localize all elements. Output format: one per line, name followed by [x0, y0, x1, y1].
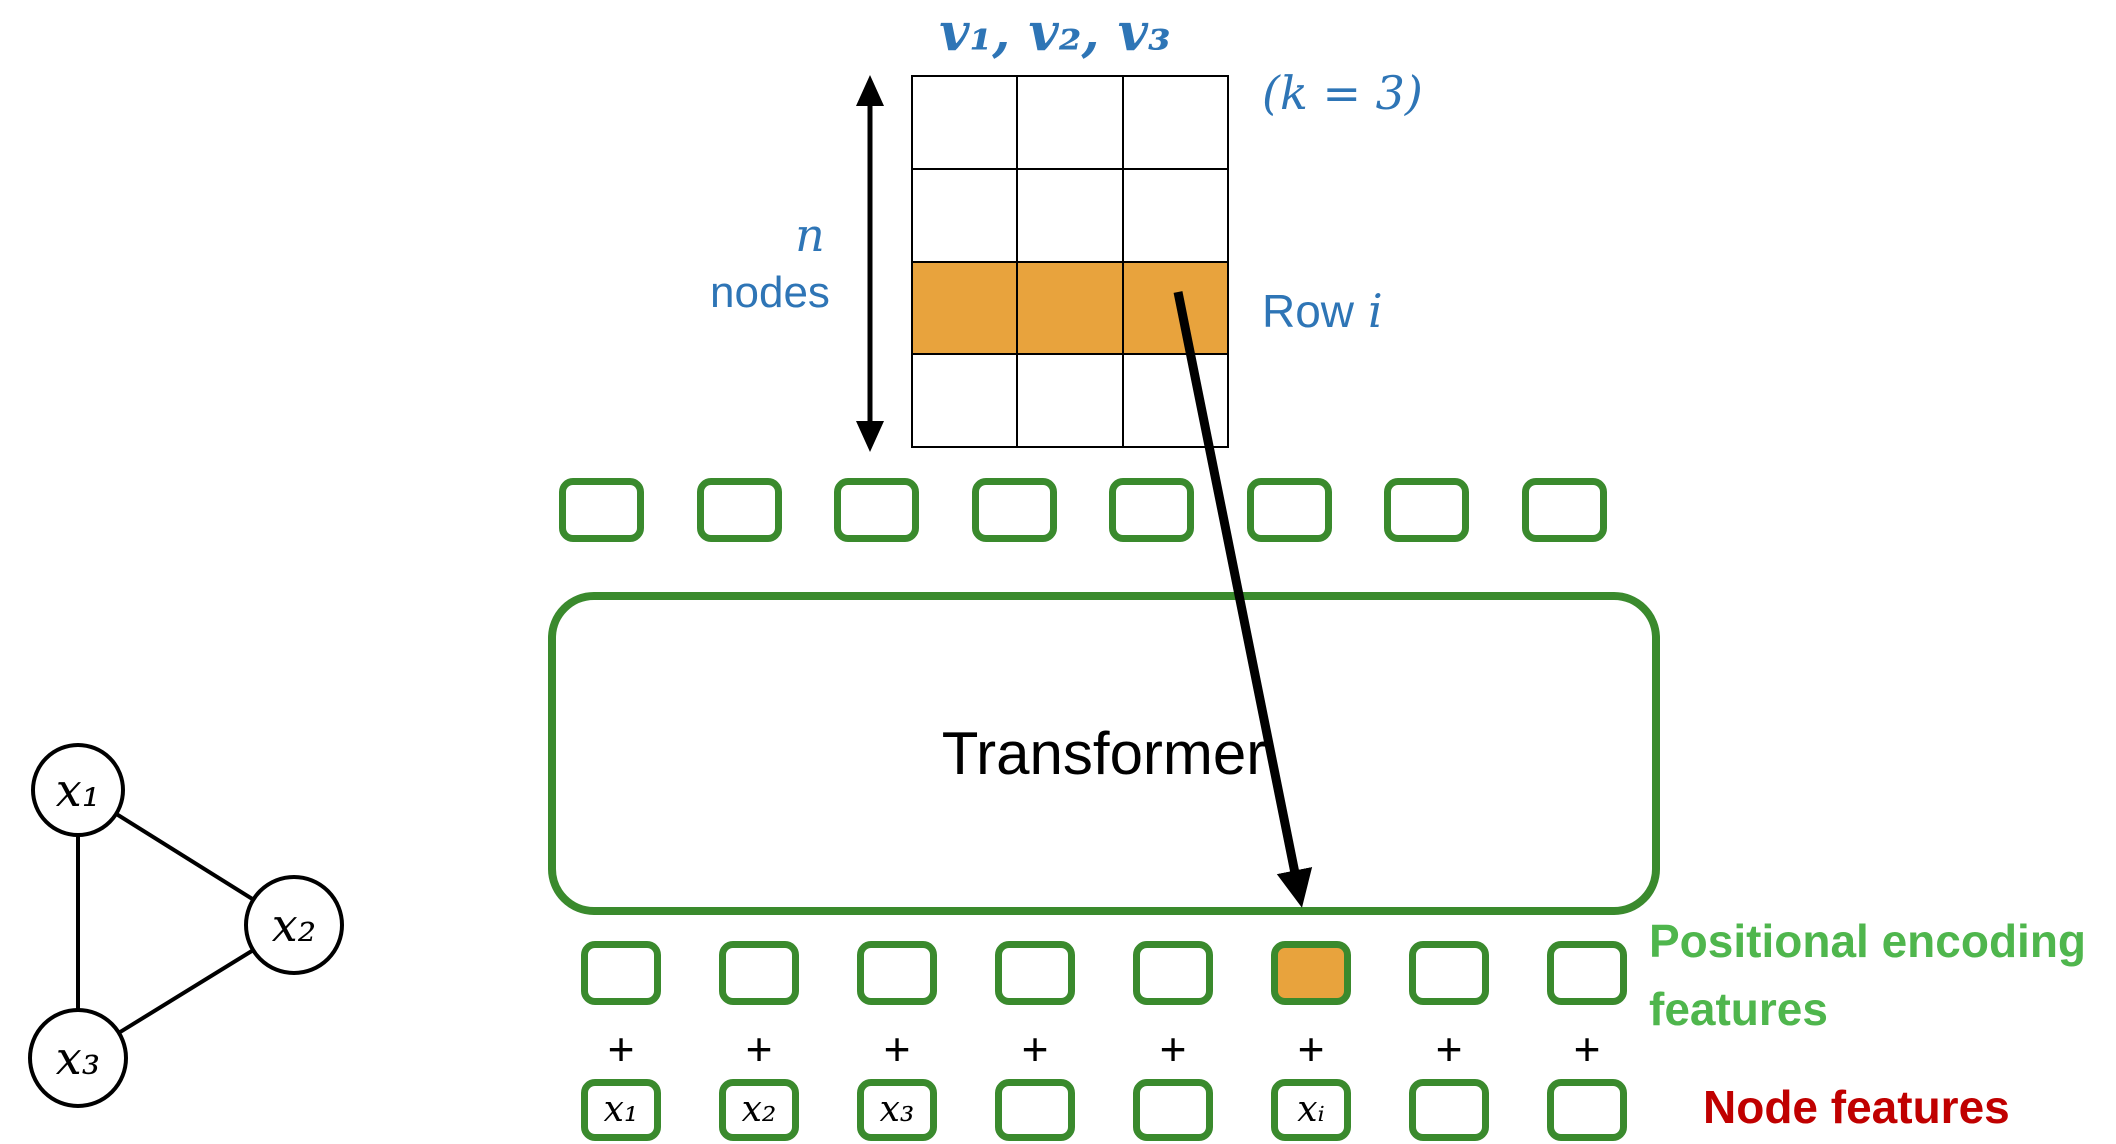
- graph-node-x1: [31, 743, 125, 837]
- n-var-label: n: [795, 208, 825, 262]
- graph-edge-x2-x3: [76, 923, 296, 1060]
- input-graph: x₁ x₂ x₃: [28, 743, 344, 1108]
- nodes-word-label: nodes: [710, 268, 830, 317]
- positional-encoding-box-2: [719, 941, 799, 1005]
- node-feature-box-5: [1133, 1079, 1213, 1141]
- graph-node-x3: [28, 1008, 128, 1108]
- output-embedding-box-4: [971, 478, 1057, 542]
- positional-encoding-matrix: [911, 75, 1229, 448]
- positional-encoding-box-4: [995, 941, 1075, 1005]
- positional-encoding-row: [581, 941, 1627, 1005]
- node-feature-box-label-6: xᵢ: [1297, 1089, 1325, 1130]
- node-feature-box-label-1: x₁: [603, 1089, 639, 1130]
- output-embeddings-row: [559, 478, 1607, 542]
- node-feature-box-2: x₂: [719, 1079, 799, 1141]
- matrix-cell-r1-c2: [1123, 169, 1229, 263]
- node-feature-box-7: [1409, 1079, 1489, 1141]
- positional-encoding-box-3: [857, 941, 937, 1005]
- positional-encoding-box-5: [1133, 941, 1213, 1005]
- graph-node-x2: [244, 875, 344, 975]
- n-nodes-arrowhead-down-icon: [856, 421, 884, 452]
- matrix-cell-r0-c1: [1018, 77, 1124, 170]
- output-embedding-box-7: [1384, 478, 1470, 542]
- positional-encoding-caption: Positional encoding features: [1649, 907, 2086, 1043]
- transformer-block: Transformer: [548, 592, 1660, 915]
- node-feature-box-6: xᵢ: [1271, 1079, 1351, 1141]
- node-feature-box-1: x₁: [581, 1079, 661, 1141]
- node-feature-box-8: [1547, 1079, 1627, 1141]
- row-index-var: i: [1368, 284, 1383, 338]
- output-embedding-box-1: [559, 478, 644, 542]
- row-word: Row: [1262, 285, 1355, 337]
- node-feature-box-3: x₃: [857, 1079, 937, 1141]
- graph-node-x2-label: x₂: [272, 898, 316, 952]
- positional-encoding-caption-line1: Positional encoding: [1649, 915, 2087, 967]
- plus-sign-8: +: [1573, 1023, 1601, 1075]
- matrix-cell-r1-c0: [913, 169, 1019, 263]
- positional-encoding-box-8: [1547, 941, 1627, 1005]
- output-embedding-box-5: [1109, 478, 1195, 542]
- transformer-label: Transformer: [941, 720, 1267, 787]
- matrix-title: v₁, v₂, v₃: [939, 2, 1171, 63]
- output-embedding-box-3: [834, 478, 920, 542]
- matrix-cell-r0-c2: [1123, 77, 1229, 170]
- plus-sign-3: +: [883, 1023, 911, 1075]
- node-features-row: x₁ x₂ x₃ xᵢ: [581, 1079, 1627, 1141]
- output-embedding-box-6: [1246, 478, 1332, 542]
- matrix-cell-r2-c2: [1123, 262, 1229, 356]
- positional-encoding-caption-line2: features: [1649, 983, 1828, 1035]
- n-nodes-arrowhead-up-icon: [856, 75, 884, 106]
- matrix-cell-r0-c0: [913, 77, 1019, 170]
- plus-sign-4: +: [1021, 1023, 1049, 1075]
- graph-node-x3-label: x₃: [56, 1031, 100, 1085]
- positional-encoding-box-7: [1409, 941, 1489, 1005]
- plus-sign-1: +: [607, 1023, 635, 1075]
- graph-edge-x1-x2: [76, 788, 296, 927]
- matrix-cell-r3-c2: [1123, 355, 1229, 448]
- matrix-cell-r1-c1: [1018, 169, 1124, 263]
- matrix-cell-r3-c0: [913, 355, 1019, 448]
- k-value-label: (k = 3): [1262, 66, 1423, 120]
- plus-sign-6: +: [1297, 1023, 1325, 1075]
- plus-sign-2: +: [745, 1023, 773, 1075]
- plus-signs-row: + + + + + + + +: [581, 1022, 1627, 1075]
- output-embedding-box-2: [696, 478, 782, 542]
- plus-sign-5: +: [1159, 1023, 1187, 1075]
- matrix-cell-r3-c1: [1018, 355, 1124, 448]
- node-feature-box-label-3: x₃: [879, 1089, 915, 1130]
- output-embedding-box-8: [1521, 478, 1607, 542]
- positional-encoding-box-1: [581, 941, 661, 1005]
- matrix-cell-r2-c0: [913, 262, 1019, 356]
- node-feature-box-label-2: x₂: [741, 1089, 777, 1130]
- matrix-cell-r2-c1: [1018, 262, 1124, 356]
- n-nodes-extent-arrow: [856, 75, 884, 452]
- plus-sign-7: +: [1435, 1023, 1463, 1075]
- node-features-caption: Node features: [1703, 1081, 2010, 1133]
- node-feature-box-4: [995, 1079, 1075, 1141]
- graph-node-x1-label: x₁: [56, 763, 100, 817]
- positional-encoding-box-6: [1271, 941, 1351, 1005]
